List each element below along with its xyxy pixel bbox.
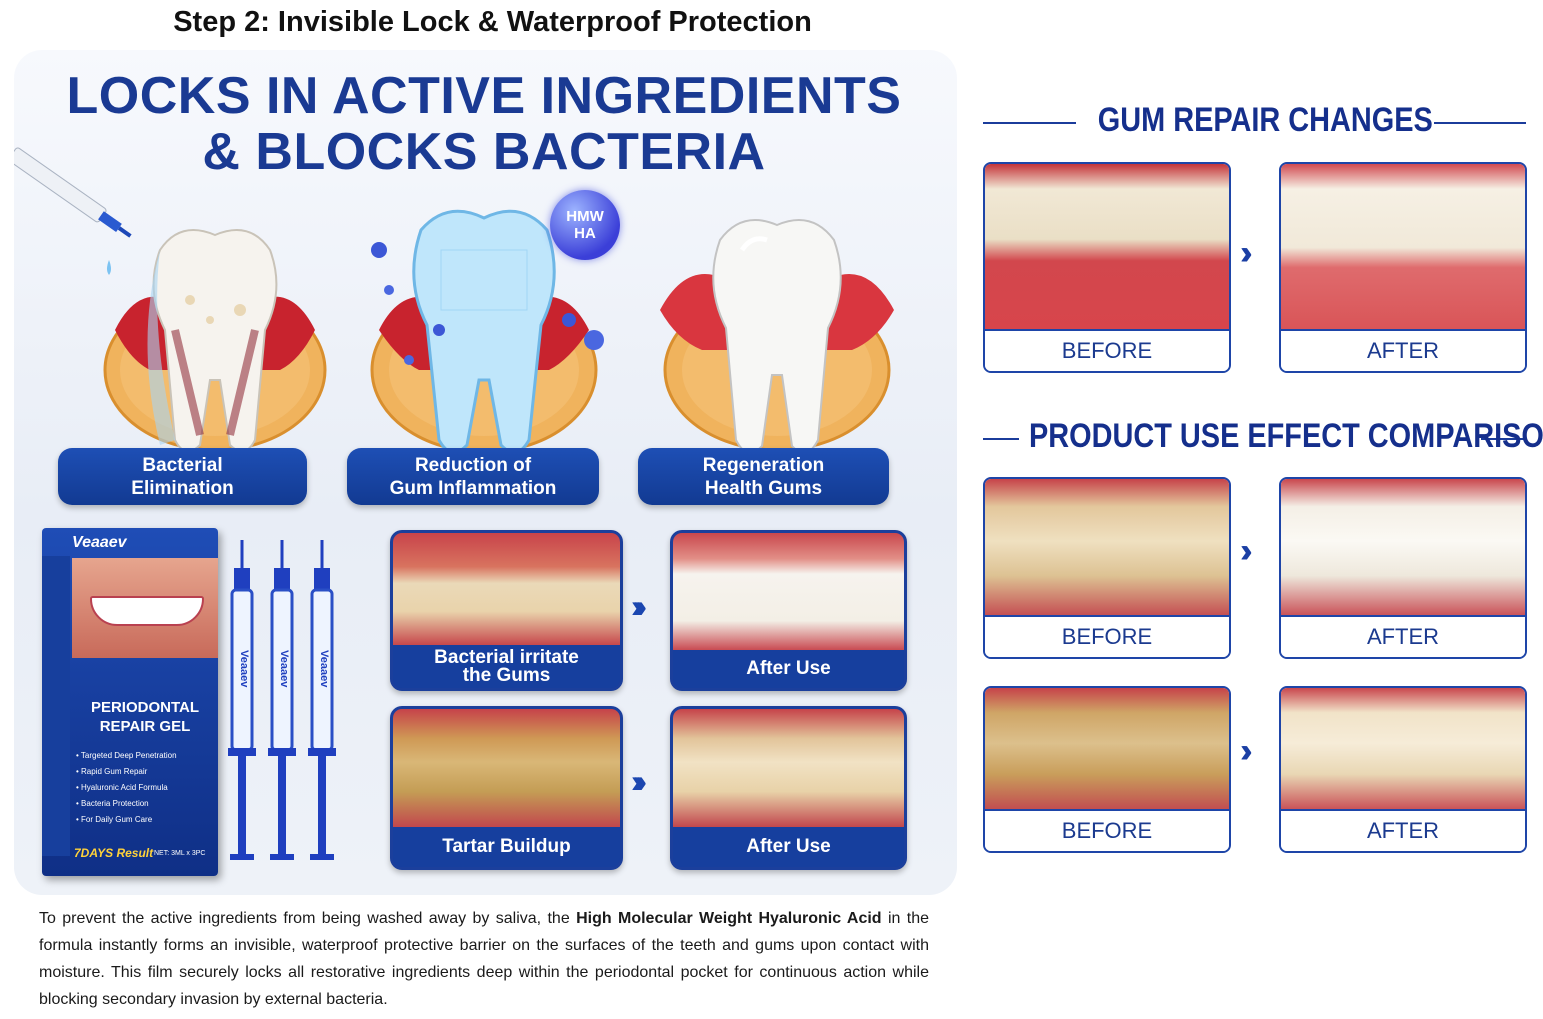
product-days-badge: 7DAYS Result — [74, 846, 154, 860]
syringe-label: Veaaev — [238, 650, 250, 688]
product-name-line-1: PERIODONTAL — [90, 699, 200, 716]
teeth-after-card-2: AFTER — [1279, 686, 1527, 853]
card-caption: After Use — [673, 827, 904, 867]
teeth-photo — [1281, 479, 1525, 617]
teeth-photo — [1281, 688, 1525, 811]
chevrons-right-icon: ›› — [1240, 732, 1252, 770]
before-label: BEFORE — [985, 329, 1229, 371]
gum-repair-heading: GUM REPAIR CHANGES — [1097, 101, 1433, 139]
product-comparison-heading: PRODUCT USE EFFECT COMPARISON — [1029, 417, 1543, 455]
caption-line-2: the Gums — [462, 664, 551, 686]
card-after-use-2: After Use — [670, 706, 907, 870]
hmw-badge-line-2: HA — [574, 225, 596, 242]
description-paragraph: To prevent the active ingredients from b… — [39, 905, 929, 1013]
product-smile-photo — [72, 558, 218, 658]
tooth-illustration-gel-film — [349, 200, 619, 460]
teeth-before-card-1: BEFORE — [983, 477, 1231, 659]
before-label: BEFORE — [985, 615, 1229, 657]
card-after-use-1: After Use — [670, 530, 907, 691]
product-name: PERIODONTAL REPAIR GEL — [72, 698, 218, 736]
description-bold: High Molecular Weight Hyaluronic Acid — [576, 910, 882, 927]
headline-line-1: LOCKS IN ACTIVE INGREDIENTS — [66, 67, 902, 125]
description-part-2: in the formula instantly forms an invisi… — [39, 910, 930, 1008]
before-label: BEFORE — [985, 809, 1229, 851]
product-feature: • Hyaluronic Acid Formula — [76, 783, 168, 792]
product-name-line-2: REPAIR GEL — [99, 718, 191, 735]
headline: LOCKS IN ACTIVE INGREDIENTS & BLOCKS BAC… — [14, 68, 954, 180]
teeth-photo — [673, 709, 904, 827]
tooth-illustration-healthy — [642, 210, 912, 470]
product-box: Veaaev PERIODONTAL REPAIR GEL • Targeted… — [42, 528, 218, 876]
gum-after-card: AFTER — [1279, 162, 1527, 373]
pill-3-line-2: Health Gums — [704, 477, 823, 499]
pill-1-line-2: Elimination — [131, 477, 234, 499]
tooth-illustration-cleaning — [80, 210, 350, 470]
chevrons-right-icon: ›› — [1240, 532, 1252, 570]
teeth-photo — [393, 533, 620, 645]
pill-1-line-1: Bacterial — [142, 454, 223, 476]
product-feature: • Rapid Gum Repair — [76, 767, 148, 776]
hmw-badge-line-1: HMW — [566, 208, 604, 225]
pill-3-line-1: Regeneration — [702, 454, 825, 476]
hmw-ha-badge: HMW HA — [550, 190, 620, 260]
product-brand: Veaaev — [72, 534, 127, 551]
after-label: AFTER — [1281, 809, 1525, 851]
syringe-label: Veaaev — [278, 650, 290, 688]
after-label: AFTER — [1281, 615, 1525, 657]
heading-rule-right — [1481, 438, 1526, 440]
product-feature: • Bacteria Protection — [76, 799, 149, 808]
gum-before-card: BEFORE — [983, 162, 1231, 373]
card-tartar-buildup: Tartar Buildup — [390, 706, 623, 870]
chevrons-right-icon: ››› — [631, 588, 647, 624]
teeth-photo — [985, 479, 1229, 617]
infographic-panel: LOCKS IN ACTIVE INGREDIENTS & BLOCKS BAC… — [14, 50, 957, 895]
teeth-photo — [673, 533, 904, 650]
teeth-photo — [393, 709, 620, 827]
product-net: NET: 3ML x 3PC — [154, 850, 206, 857]
applicator-syringe-icon — [14, 147, 132, 275]
description-part-1: To prevent the active ingredients from b… — [39, 910, 577, 927]
syringes-icon — [228, 540, 338, 862]
teeth-before-card-2: BEFORE — [983, 686, 1231, 853]
heading-rule-left — [983, 438, 1019, 440]
teeth-after-card-1: AFTER — [1279, 477, 1527, 659]
product-features: • Targeted Deep Penetration • Rapid Gum … — [76, 748, 216, 828]
chevrons-right-icon: ››› — [631, 763, 647, 799]
pill-2-line-1: Reduction of — [414, 454, 532, 476]
product-side-strip — [42, 556, 70, 856]
headline-line-2: & BLOCKS BACTERIA — [202, 123, 766, 181]
syringe-label: Veaaev — [318, 650, 330, 688]
card-caption: After Use — [673, 650, 904, 688]
caption-line-1: Bacterial irritate — [434, 646, 579, 668]
heading-rule-right — [1434, 122, 1526, 124]
pill-2-line-2: Gum Inflammation — [389, 477, 557, 499]
teeth-photo — [985, 688, 1229, 811]
chevrons-right-icon: ›› — [1240, 234, 1252, 272]
product-feature: • For Daily Gum Care — [76, 815, 153, 824]
product-feature: • Targeted Deep Penetration — [76, 751, 177, 760]
heading-rule-left — [983, 122, 1076, 124]
card-caption: Tartar Buildup — [393, 827, 620, 867]
gum-photo — [1281, 164, 1525, 331]
step-title: Step 2: Invisible Lock & Waterproof Prot… — [173, 6, 812, 38]
after-label: AFTER — [1281, 329, 1525, 371]
gum-photo — [985, 164, 1229, 331]
